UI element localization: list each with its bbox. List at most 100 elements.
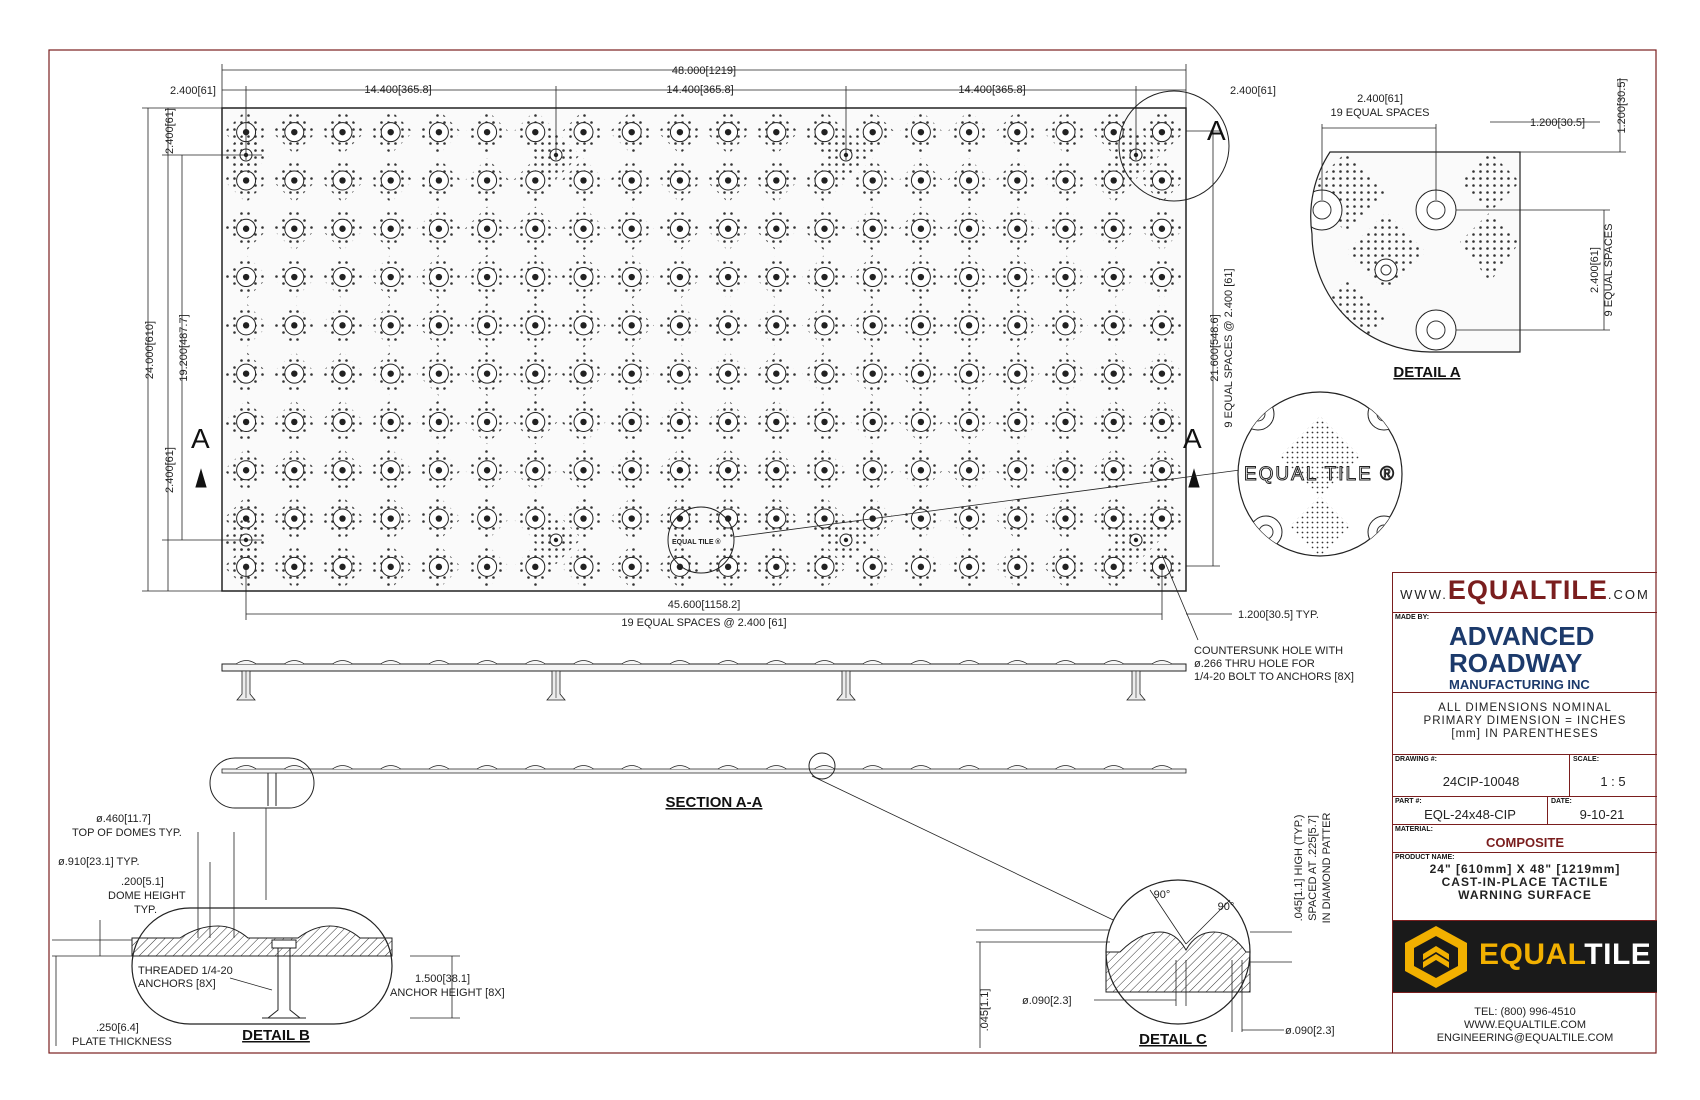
dim-end-left: 2.400[61] — [170, 85, 216, 97]
note-line-3: [mm] IN PARENTHESES — [1451, 728, 1599, 740]
sheet-border — [48, 49, 1657, 1054]
maker-name: ADVANCED ROADWAY — [1449, 623, 1594, 677]
section-mark-right: A — [1183, 423, 1202, 454]
detail-c-title: DETAIL C — [1139, 1031, 1207, 1048]
date-value: 9-10-21 — [1579, 807, 1625, 822]
anchor-height-note: ANCHOR HEIGHT [8X] — [390, 987, 505, 999]
section-aa-title: SECTION A-A — [666, 794, 763, 811]
detail-a: 2.400[61] 19 EQUAL SPACES 1.200[30.5] 1.… — [1310, 78, 1628, 381]
dim-anchor-vertical: 19.200[487.7] — [178, 314, 190, 381]
dim-anchor-2: 14.400[365.8] — [666, 84, 733, 96]
detail-a-side-note: 9 EQUAL SPACES — [1603, 224, 1615, 317]
dim-bottom-offset: 2.400[61] — [164, 447, 176, 493]
material-value: COMPOSITE — [1485, 835, 1564, 850]
left-dimensions — [142, 107, 262, 592]
manufacturer: MADE BY: ADVANCED ROADWAY MANUFACTURING … — [1393, 612, 1657, 692]
made-by-caption: MADE BY: — [1395, 614, 1430, 621]
section-mark-left: A — [191, 423, 210, 454]
detail-a-right-dim: 1.200[30.5] — [1616, 78, 1628, 133]
dim-vertical-spacing: 21.600[548.6] — [1209, 314, 1221, 381]
detail-c-dia-right: ø.090[2.3] — [1285, 1025, 1335, 1037]
maker-line-3: MANUFACTURING INC — [1449, 677, 1590, 692]
anchors-note-1: THREADED 1/4-20 — [138, 965, 233, 977]
date-caption: DATE: — [1551, 798, 1572, 805]
countersink-note-3: 1/4-20 BOLT TO ANCHORS [8X] — [1194, 671, 1354, 683]
detail-c-note-2: SPACED AT .225[5.7] — [1307, 815, 1319, 921]
part-caption: PART #: — [1395, 798, 1422, 805]
countersink-note-2: ø.266 THRU HOLE FOR — [1194, 658, 1315, 670]
dim-anchor-3: 14.400[365.8] — [958, 84, 1025, 96]
dim-horizontal-spacing: 45.600[1158.2] — [668, 599, 741, 611]
material-row: MATERIAL: COMPOSITE — [1393, 824, 1657, 852]
dimension-notes: ALL DIMENSIONS NOMINAL PRIMARY DIMENSION… — [1393, 692, 1657, 744]
web-prefix: WWW. — [1400, 587, 1448, 602]
maker-line-2: ROADWAY — [1449, 648, 1583, 678]
tile-pattern — [222, 109, 1185, 590]
bottom-dimensions — [245, 554, 1232, 641]
contact-tel: TEL: (800) 996-4510 — [1474, 1006, 1576, 1018]
dome-height-note-2: TYP. — [134, 904, 157, 916]
contact-site: WWW.EQUALTILE.COM — [1463, 1019, 1587, 1031]
top-dimensions — [221, 64, 1187, 160]
brand-logo: EQUALTILE — [1393, 920, 1657, 993]
hexagon-logo-icon — [1405, 926, 1467, 988]
detail-c-angle-right: 90° — [1218, 901, 1235, 913]
detail-a-title: DETAIL A — [1393, 364, 1460, 381]
product-line-2: CAST-IN-PLACE TACTILE — [1441, 875, 1609, 889]
anchor-height-dim: 1.500[38.1] — [415, 973, 470, 985]
product-row: PRODUCT NAME: 24" [610mm] X 48" [1219mm]… — [1393, 852, 1657, 920]
drawing-number: 24CIP-10048 — [1442, 774, 1520, 789]
note-line-1: ALL DIMENSIONS NOMINAL — [1438, 702, 1612, 714]
dim-vertical-note: 9 EQUAL SPACES @ 2.400 [61] — [1223, 268, 1235, 427]
product-caption: PRODUCT NAME: — [1395, 854, 1455, 861]
section-arrows — [195, 468, 1200, 488]
detail-a-mark: A — [1207, 115, 1226, 146]
detail-c-note-3: IN DIAMOND PATTER — [1321, 813, 1333, 924]
dome-height-note-1: DOME HEIGHT — [108, 890, 186, 902]
detail-a-side-dim: 2.400[61] — [1589, 247, 1601, 293]
dim-top-offset: 2.400[61] — [164, 108, 176, 154]
dome-base-dim: ø.910[23.1] TYP. — [58, 856, 140, 868]
dome-height-dim: .200[5.1] — [121, 876, 164, 888]
detail-a-top-dim: 2.400[61] — [1357, 93, 1403, 105]
detail-a-edge-dim: 1.200[30.5] — [1530, 117, 1585, 129]
right-dimensions — [1186, 130, 1220, 567]
dim-anchor-1: 14.400[365.8] — [364, 84, 431, 96]
dim-overall-height: 24.000[610] — [144, 321, 156, 379]
detail-logo-circle — [667, 506, 735, 574]
dome-top-dim: ø.460[11.7] — [96, 813, 151, 825]
anchors-note-2: ANCHORS [8X] — [138, 978, 216, 990]
material-caption: MATERIAL: — [1395, 826, 1433, 833]
logo-callout: EQUAL TILE ® — [733, 391, 1403, 557]
tile-outline — [221, 107, 1187, 592]
contact-email: ENGINEERING@EQUALTILE.COM — [1436, 1032, 1614, 1044]
drawing-row: DRAWING #: 24CIP-10048 SCALE: 1 : 5 — [1393, 754, 1657, 796]
detail-c-dia-left: ø.090[2.3] — [1022, 995, 1072, 1007]
section-aa: SECTION A-A — [209, 752, 1187, 929]
plan-logo-text: EQUAL TILE ® — [672, 538, 721, 546]
drawing-caption: DRAWING #: — [1395, 756, 1437, 763]
title-block: WWW.EQUALTILE.COM MADE BY: ADVANCED ROAD… — [1392, 572, 1657, 1053]
dim-edge-offset: 1.200[30.5] TYP. — [1238, 609, 1319, 621]
dim-horizontal-note: 19 EQUAL SPACES @ 2.400 [61] — [621, 617, 786, 629]
dome-top-note: TOP OF DOMES TYP. — [72, 827, 182, 839]
part-number: EQL-24x48-CIP — [1424, 807, 1516, 822]
dim-overall-width: 48.000[1219] — [672, 65, 736, 77]
plan-view: EQUAL TILE ® — [221, 90, 1230, 592]
web-suffix: .COM — [1607, 587, 1650, 602]
part-row: PART #: EQL-24x48-CIP DATE: 9-10-21 — [1393, 796, 1657, 824]
product-line-1: 24" [610mm] X 48" [1219mm] — [1429, 862, 1621, 876]
product-name: 24" [610mm] X 48" [1219mm] CAST-IN-PLACE… — [1393, 863, 1657, 902]
plate-thickness-note: PLATE THICKNESS — [72, 1036, 172, 1048]
side-elevation — [221, 660, 1187, 701]
detail-c-note-1: .045[1.1] HIGH (TYP.) — [1293, 815, 1305, 922]
scale-value: 1 : 5 — [1600, 774, 1626, 789]
logo-text-tile: TILE — [1584, 938, 1652, 971]
detail-b-title: DETAIL B — [242, 1027, 310, 1044]
detail-a-top-note: 19 EQUAL SPACES — [1330, 107, 1429, 119]
logo-text-equal: EQUAL — [1479, 938, 1585, 971]
scale-caption: SCALE: — [1573, 756, 1600, 763]
plate-thickness-dim: .250[6.4] — [96, 1022, 139, 1034]
detail-c: 90° 90° .045[1.1] HIGH (TYP.) SPACED AT … — [976, 813, 1335, 1048]
